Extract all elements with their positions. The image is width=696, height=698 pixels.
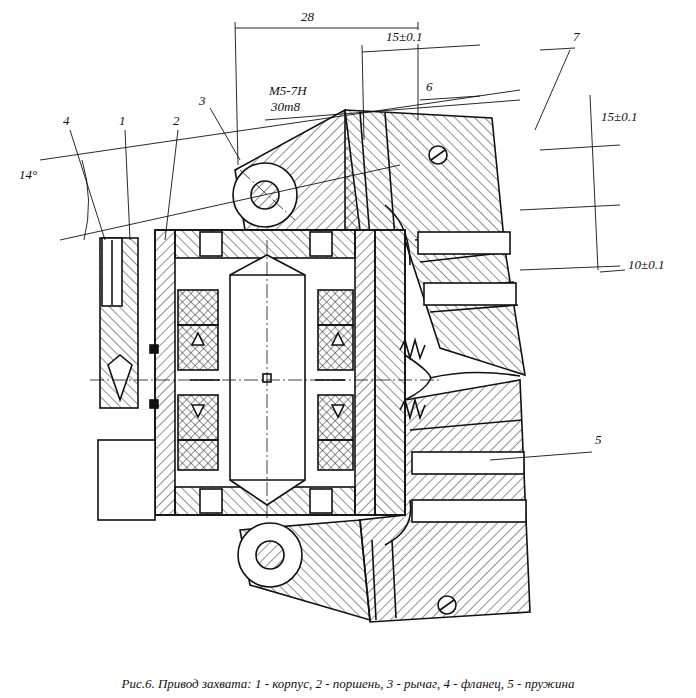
thread-spec: M5-7H [268,84,308,98]
callout-number: 5 [594,433,603,447]
callout-number: 2 [172,114,181,128]
dimension: 6 [425,80,434,94]
callout-number: 7 [572,30,581,44]
callout-number: 3 [198,94,207,108]
dimension: 15±0.1 [385,30,423,44]
figure-caption: Рис.6. Привод захвата: 1 - корпус, 2 - п… [0,676,696,692]
dimension: 15±0.1 [600,110,638,124]
callout-number: 1 [118,114,127,128]
thread-spec: 30т8 [270,100,301,114]
dimension: 10±0.1 [627,258,665,272]
angle-dimension: 14° [18,168,38,182]
dimension: 28 [300,10,315,24]
callout-number: 4 [62,114,71,128]
